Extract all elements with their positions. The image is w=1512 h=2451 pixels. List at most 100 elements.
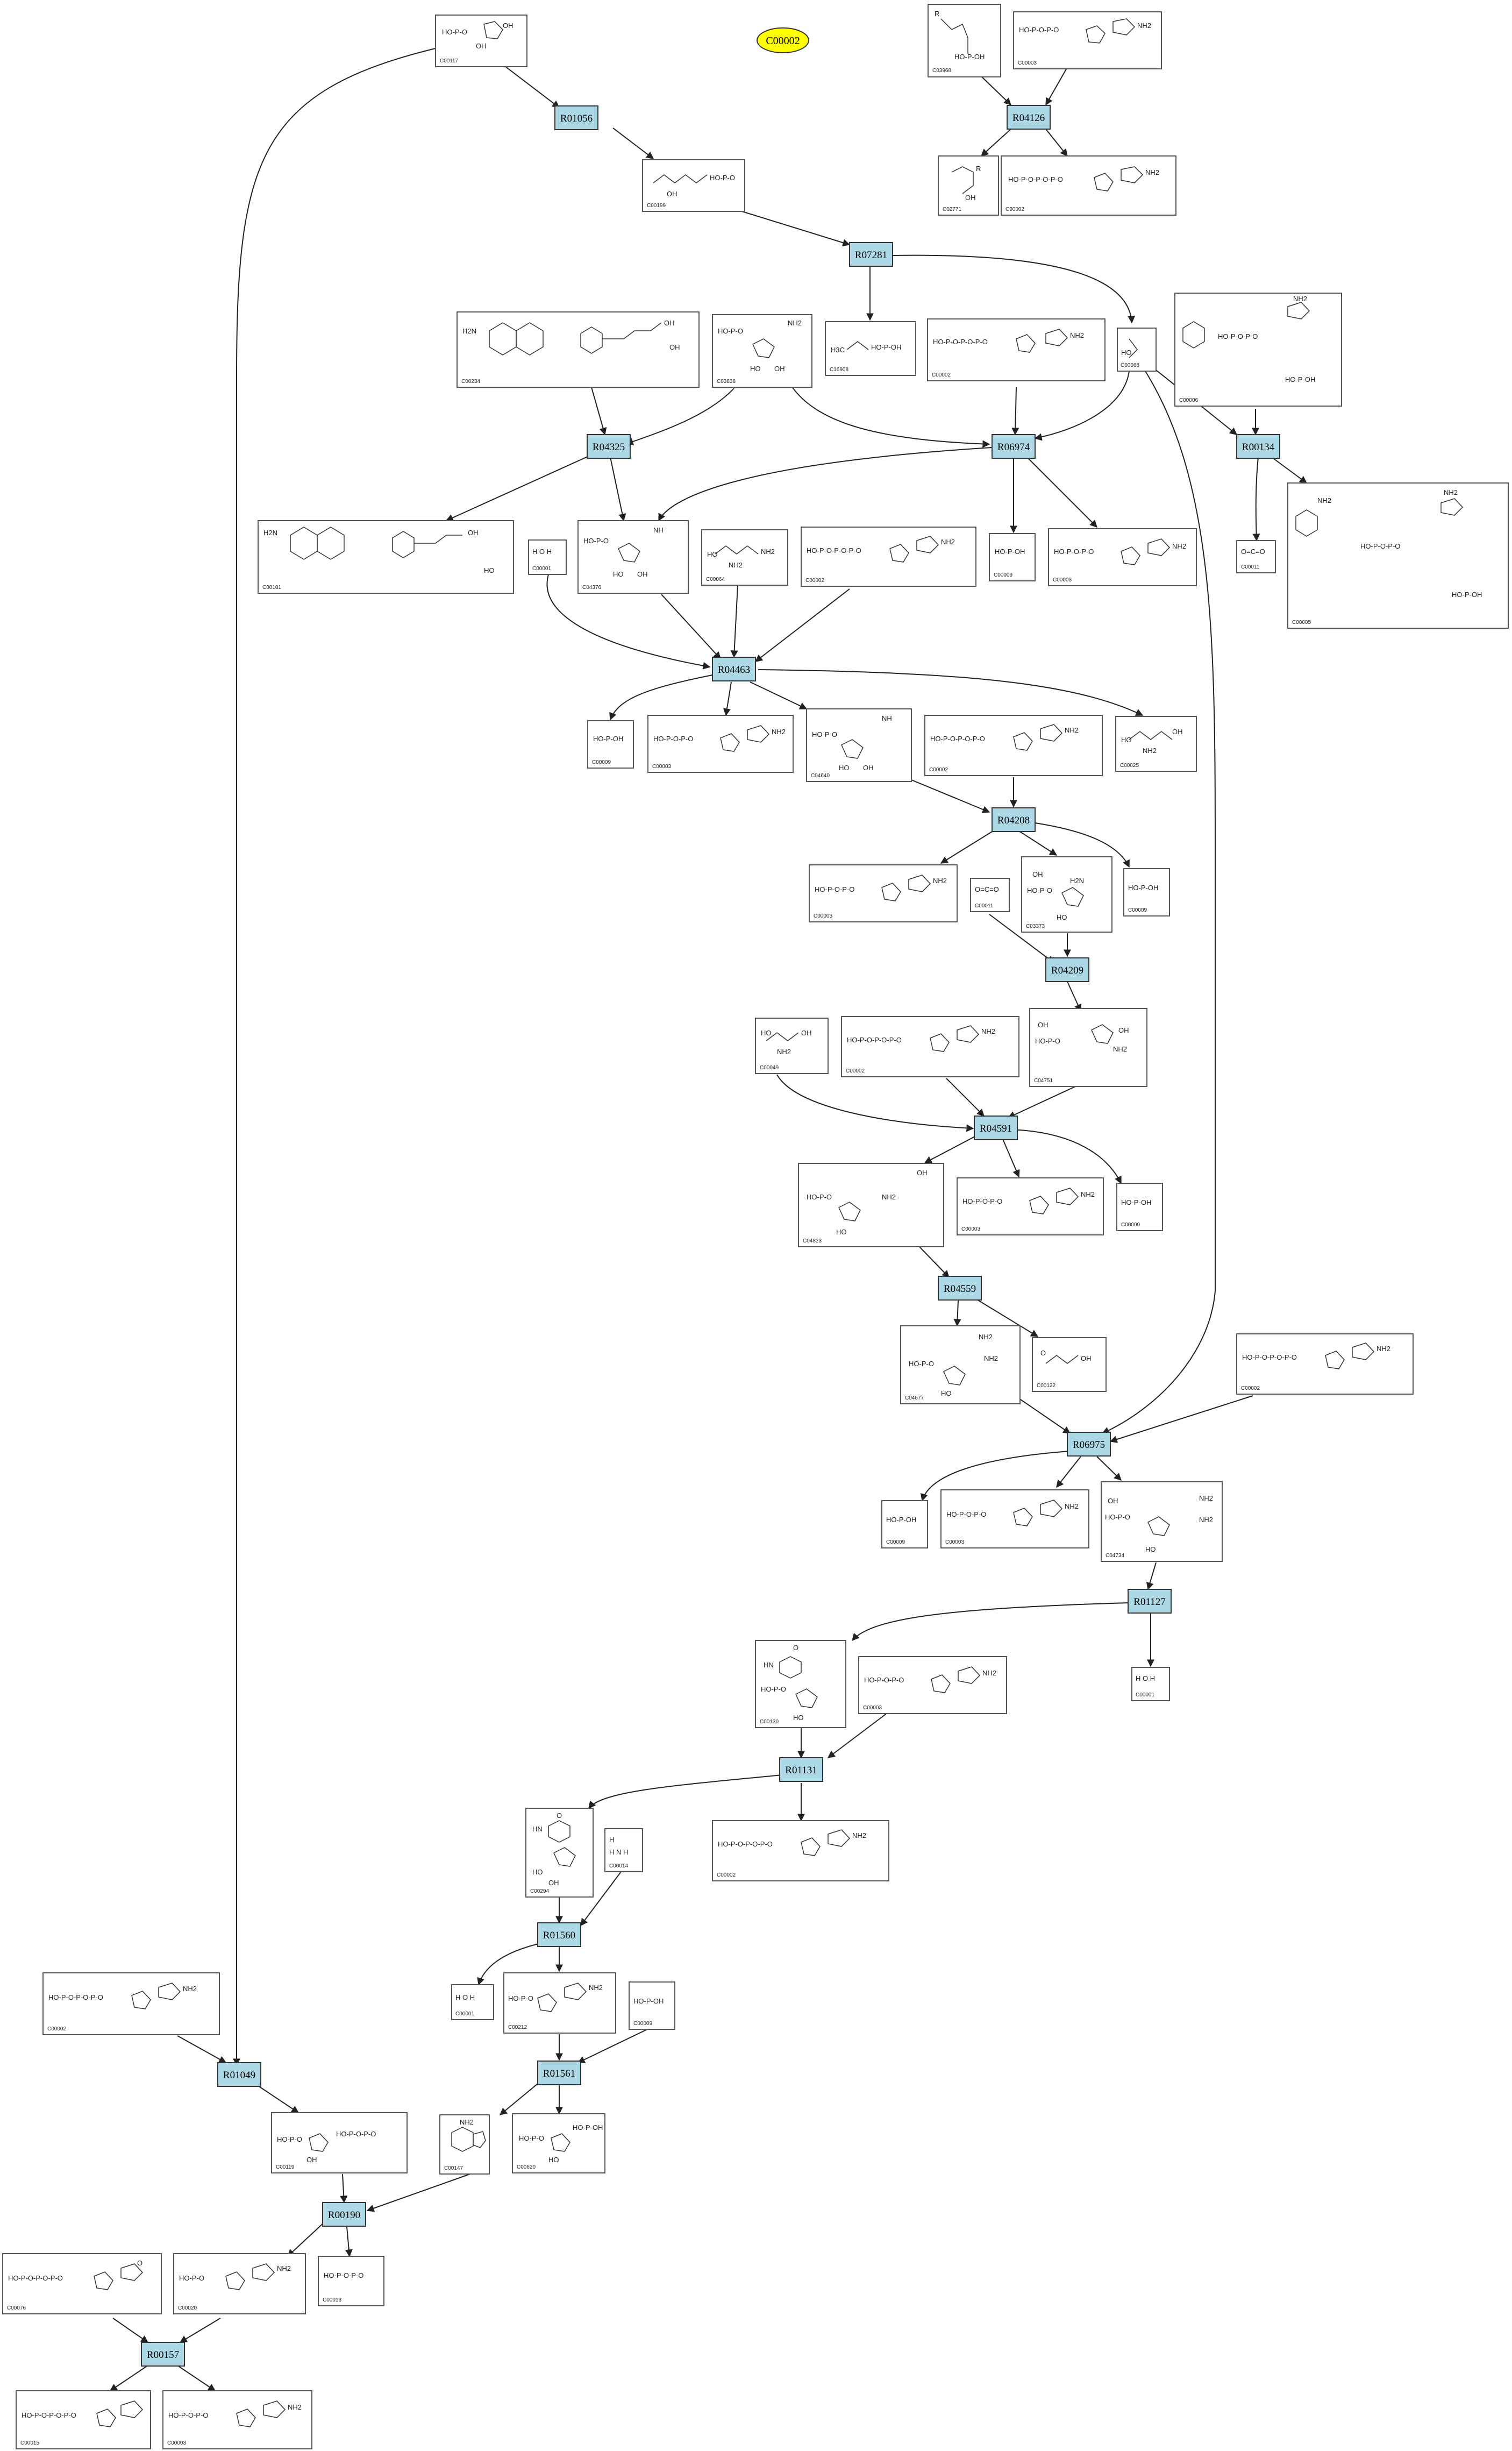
compound-node[interactable]: O=C=O C00011: [970, 878, 1010, 912]
compound-node[interactable]: HO-P-O-P-O-P-O NH2 C00002: [42, 1972, 220, 2035]
compound-node[interactable]: HO-P-OH C00009: [629, 1981, 675, 2030]
reaction-node[interactable]: R00134: [1236, 434, 1280, 459]
reaction-node[interactable]: R01049: [217, 2062, 261, 2087]
compound-node[interactable]: OH HO-P-O H2N HO C03373: [1021, 856, 1112, 933]
compound-node[interactable]: H2N OH HO C00101: [258, 520, 514, 594]
reaction-node[interactable]: R04209: [1045, 957, 1089, 982]
compound-node[interactable]: HO-P-O OH C00199: [642, 159, 745, 212]
edge: [588, 1774, 783, 1809]
reaction-node[interactable]: R04463: [712, 657, 756, 681]
compound-node[interactable]: HO-P-O-P-O NH2 C00003: [162, 2390, 312, 2449]
compound-node[interactable]: HO-P-O-P-O NH2 C00003: [957, 1177, 1104, 1235]
compound-node[interactable]: HO-P-O NH HO OH C04376: [577, 520, 689, 594]
compound-node[interactable]: HO-P-O-P-O-P-O NH2 C00002: [712, 1820, 889, 1881]
compound-node[interactable]: HO-P-OH C00009: [587, 720, 634, 769]
reaction-node[interactable]: R06975: [1067, 1432, 1111, 1457]
compound-node[interactable]: H O H C00001: [1131, 1667, 1170, 1701]
compound-node[interactable]: HO-P-O-P-O-P-O NH2 C00002: [801, 527, 976, 587]
compound-node[interactable]: HO-P-O-P-O NH2 C00003: [647, 715, 794, 773]
compound-node[interactable]: HO-P-O-P-O NH2 C00003: [858, 1656, 1007, 1714]
compound-node[interactable]: HO-P-O-P-O-P-O NH2 C00002: [1001, 155, 1176, 216]
compound-node[interactable]: HO-P-OH C00009: [881, 1500, 928, 1548]
reaction-node[interactable]: R01056: [554, 105, 598, 130]
compound-node[interactable]: HO-P-O HO-P-O-P-O OH C00119: [271, 2112, 408, 2173]
compound-node[interactable]: HO-P-O-P-O NH2 C00003: [1048, 528, 1197, 586]
compound-node[interactable]: HO-P-O-P-O-P-O O C00076: [2, 2253, 162, 2314]
compound-node[interactable]: R HO-P-OH C03968: [928, 4, 1001, 77]
compound-node[interactable]: R OH C02771: [938, 155, 999, 216]
structure-text: OH: [965, 194, 976, 202]
reaction-node[interactable]: R04325: [587, 434, 631, 459]
compound-node[interactable]: HO-P-O NH HO OH C04640: [806, 708, 912, 782]
compound-node[interactable]: HO-P-O-P-O NH2 C00003: [809, 864, 958, 922]
compound-node[interactable]: HO-P-O OH OH C00117: [435, 15, 527, 67]
compound-id: C00620: [517, 2164, 536, 2170]
compound-node[interactable]: HO-P-O-P-O C00013: [318, 2256, 384, 2306]
compound-node[interactable]: HO-P-O NH2 C00020: [173, 2253, 306, 2314]
compound-node[interactable]: HO-P-O-P-O-P-O NH2 C00002: [841, 1016, 1019, 1077]
compound-node[interactable]: HO OH NH2 C00049: [755, 1018, 829, 1074]
compound-id: C00014: [609, 1863, 628, 1869]
compound-node[interactable]: HO-P-OH C00009: [1123, 868, 1170, 917]
compound-node[interactable]: O HN HO OH C00294: [525, 1808, 594, 1898]
compound-node[interactable]: H2N OH OH C00234: [457, 311, 700, 388]
reaction-node[interactable]: R04591: [974, 1116, 1018, 1140]
compound-node[interactable]: O=C=O C00011: [1236, 540, 1276, 573]
compound-node[interactable]: HO-P-O-P-O-P-O NH2 C00002: [1236, 1333, 1414, 1395]
compound-node[interactable]: HO-P-OH C00009: [989, 533, 1036, 581]
compound-id: C04823: [803, 1238, 822, 1244]
compound-node[interactable]: OH HO-P-O OH NH2 C04751: [1029, 1008, 1147, 1087]
reaction-node[interactable]: R04208: [992, 807, 1036, 832]
target-node[interactable]: C00002: [757, 27, 809, 53]
compound-node[interactable]: HO-P-O HO-P-OH HO C00620: [512, 2113, 605, 2173]
compound-node[interactable]: HO-P-O-P-O-P-O NH2 C00002: [924, 715, 1103, 776]
compound-node[interactable]: HO-P-O-P-O NH2 C00003: [1013, 11, 1162, 69]
structure-text: NH2: [772, 728, 786, 736]
compound-node[interactable]: O HN HO-P-O HO C00130: [755, 1640, 846, 1728]
compound-node[interactable]: HO-P-O NH2 HO OH C03838: [712, 314, 812, 388]
reaction-node[interactable]: R04559: [938, 1276, 982, 1301]
reaction-label: R00157: [147, 2349, 179, 2361]
compound-id: C00001: [455, 2011, 474, 2017]
compound-node[interactable]: NH2 HO-P-O NH2 HO C04677: [900, 1325, 1021, 1404]
compound-node[interactable]: H O H C00001: [528, 539, 567, 575]
reaction-node[interactable]: R06974: [992, 434, 1036, 459]
compound-node[interactable]: H O H C00001: [451, 1984, 494, 2020]
edge: [758, 669, 1144, 716]
compound-node[interactable]: HO NH2 NH2 C00064: [701, 529, 788, 586]
compound-id: C00002: [1241, 1386, 1260, 1391]
compound-node[interactable]: HO-P-O-P-O NH2 C00003: [940, 1489, 1089, 1548]
compound-id: C04677: [905, 1395, 924, 1401]
compound-node[interactable]: HO-P-O-P-O-P-O C00015: [16, 2390, 151, 2449]
compound-node[interactable]: H3C HO-P-OH C16908: [825, 321, 916, 376]
reaction-node[interactable]: R04126: [1007, 105, 1051, 130]
reaction-node[interactable]: R01560: [537, 1922, 581, 1947]
compound-node[interactable]: HO-P-OH C00009: [1116, 1183, 1163, 1231]
compound-node[interactable]: HO-P-O-P-O NH2 HO-P-OH C00006: [1174, 293, 1342, 407]
structure-text: HO-P-O-P-O: [1054, 548, 1094, 556]
compound-node[interactable]: O OH C00122: [1032, 1337, 1107, 1392]
compound-node[interactable]: H H N H C00014: [604, 1828, 643, 1872]
compound-id: C00002: [717, 1872, 736, 1878]
reaction-label: R07281: [855, 250, 887, 261]
compound-node[interactable]: NH2 C00147: [439, 2114, 490, 2175]
reaction-node[interactable]: R00190: [322, 2202, 366, 2227]
compound-node[interactable]: NH2 HO-P-O-P-O NH2 HO-P-OH C00005: [1287, 482, 1509, 629]
reaction-node[interactable]: R07281: [849, 242, 893, 267]
structure-text: NH2: [1199, 1516, 1213, 1524]
structure-text: HO-P-OH: [573, 2123, 603, 2132]
compound-node[interactable]: HO-P-O-P-O-P-O NH2 C00002: [927, 318, 1106, 381]
reaction-node[interactable]: R01127: [1128, 1589, 1172, 1614]
reaction-node[interactable]: R00157: [141, 2342, 185, 2367]
structure-text: O: [793, 1644, 798, 1652]
compound-node[interactable]: HO-P-O NH2 C00212: [503, 1972, 616, 2034]
compound-node[interactable]: HO C00068: [1117, 328, 1157, 372]
edge: [980, 129, 1011, 157]
structure-text: HO-P-O-P-O: [653, 735, 693, 743]
compound-id: C03373: [1026, 923, 1045, 929]
reaction-node[interactable]: R01561: [537, 2061, 581, 2085]
compound-node[interactable]: OH HO-P-O NH2 NH2 HO C04734: [1101, 1481, 1223, 1562]
compound-node[interactable]: HO-P-O OH NH2 HO C04823: [798, 1163, 944, 1247]
reaction-node[interactable]: R01131: [779, 1757, 823, 1782]
compound-node[interactable]: HO OH NH2 C00025: [1115, 716, 1197, 772]
